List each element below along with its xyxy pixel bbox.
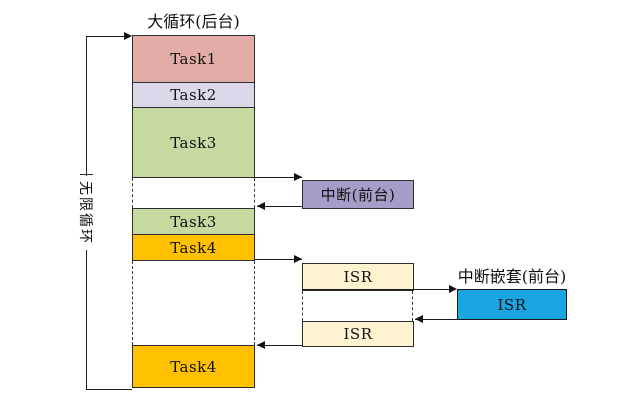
task-box-2: Task2 xyxy=(132,82,255,108)
nested-interrupt-title: 中断嵌套(前台) xyxy=(457,267,567,286)
background-loop-title: 大循环(后台) xyxy=(147,12,240,31)
arrowhead-right-icon xyxy=(449,285,457,293)
arrow-nested-isr-return xyxy=(415,319,457,320)
arrow-task3-to-interrupt xyxy=(255,177,302,178)
task-box-4-resumed: Task4 xyxy=(132,345,255,388)
loop-entry-arrowhead-icon xyxy=(124,32,132,40)
isr-label: ISR xyxy=(343,268,373,286)
task-box-3-resumed: Task3 xyxy=(132,208,255,235)
loop-bottom-line xyxy=(86,389,132,390)
column-suspended-gap-2 xyxy=(132,261,255,345)
arrowhead-left-icon xyxy=(257,341,265,349)
isr-box-1: ISR xyxy=(302,263,414,291)
task-label: Task2 xyxy=(170,86,217,104)
arrowhead-left-icon xyxy=(257,202,265,210)
isr-label: ISR xyxy=(497,295,527,314)
interrupt-foreground-box: 中断(前台) xyxy=(302,180,414,209)
nested-isr-box: ISR xyxy=(457,289,567,320)
column-suspended-gap-1 xyxy=(132,178,255,208)
arrowhead-right-icon xyxy=(294,173,302,181)
task-label: Task3 xyxy=(170,133,217,152)
task-box-4: Task4 xyxy=(132,234,255,261)
task-box-1: Task1 xyxy=(132,35,255,83)
arrowhead-right-icon xyxy=(294,255,302,263)
interrupt-label: 中断(前台) xyxy=(320,186,396,204)
arrow-isr-return-to-task4 xyxy=(257,345,302,346)
isr-label: ISR xyxy=(343,325,373,343)
arrow-isr-to-nested-isr xyxy=(302,289,449,290)
arrow-task4-to-isr xyxy=(255,259,302,260)
isr-box-2: ISR xyxy=(302,321,414,347)
loop-top-line xyxy=(86,36,126,37)
task-box-3: Task3 xyxy=(132,107,255,178)
task-label: Task3 xyxy=(170,212,217,231)
loop-line-tick-top xyxy=(80,174,93,175)
isr-suspended-gap xyxy=(302,291,413,321)
task-label: Task4 xyxy=(170,238,217,257)
infinite-loop-label: 无限循环 xyxy=(75,176,97,250)
arrow-interrupt-return xyxy=(257,206,302,207)
caption-cropped-remnant xyxy=(222,399,490,403)
task-label: Task1 xyxy=(170,50,217,68)
task-label: Task4 xyxy=(170,357,217,376)
arrowhead-left-icon xyxy=(415,315,423,323)
